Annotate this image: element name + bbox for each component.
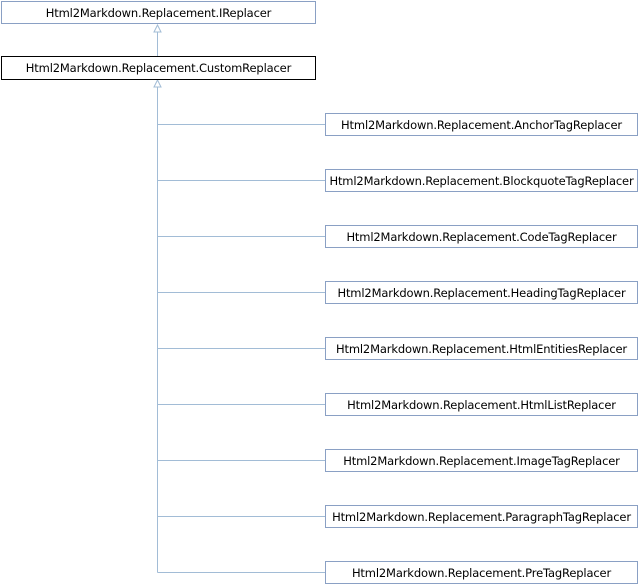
node-htmlentitiesreplacer[interactable]: Html2Markdown.Replacement.HtmlEntitiesRe…	[325, 337, 638, 360]
node-pretagreplacer[interactable]: Html2Markdown.Replacement.PreTagReplacer	[325, 561, 638, 584]
arrowhead-to-ireplacer	[153, 23, 162, 33]
node-customreplacer[interactable]: Html2Markdown.Replacement.CustomReplacer	[1, 56, 316, 80]
node-anchortagreplacer[interactable]: Html2Markdown.Replacement.AnchorTagRepla…	[325, 113, 638, 136]
node-htmllistreplacer[interactable]: Html2Markdown.Replacement.HtmlListReplac…	[325, 393, 638, 416]
node-codetagreplacer[interactable]: Html2Markdown.Replacement.CodeTagReplace…	[325, 225, 638, 248]
arrowhead-to-customreplacer	[153, 78, 162, 88]
node-headingtagreplacer[interactable]: Html2Markdown.Replacement.HeadingTagRepl…	[325, 281, 638, 304]
node-paragraphtagreplacer[interactable]: Html2Markdown.Replacement.ParagraphTagRe…	[325, 505, 638, 528]
node-imagetagreplacer[interactable]: Html2Markdown.Replacement.ImageTagReplac…	[325, 449, 638, 472]
node-ireplacer[interactable]: Html2Markdown.Replacement.IReplacer	[1, 1, 316, 24]
node-blockquotetagreplacer[interactable]: Html2Markdown.Replacement.BlockquoteTagR…	[325, 169, 638, 192]
